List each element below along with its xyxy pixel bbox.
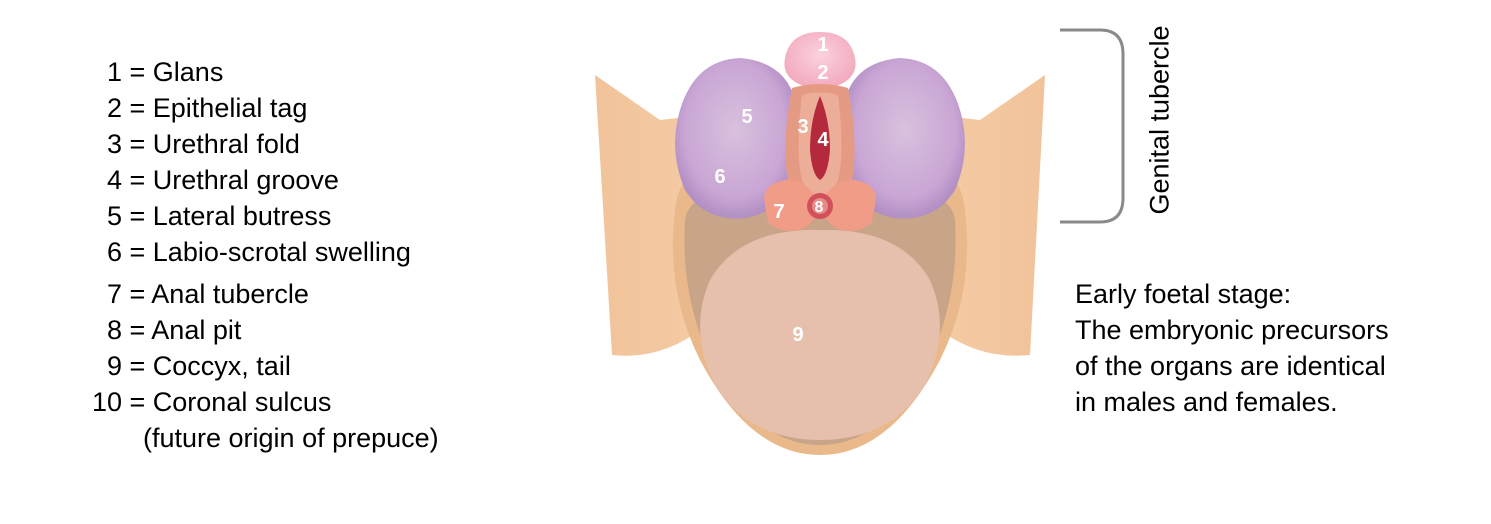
legend-number: 4: [106, 165, 122, 195]
legend-item: 2 = Epithelial tag: [80, 90, 439, 126]
legend-item: 7 = Anal tubercle: [80, 276, 439, 312]
legend-continuation: (future origin of prepuce): [143, 423, 439, 453]
stage-note-line: Early foetal stage:: [1075, 279, 1292, 309]
legend-text: = Urethral fold: [129, 129, 300, 159]
legend-text: = Epithelial tag: [129, 93, 308, 123]
genital-tubercle-label: Genital tubercle: [1144, 25, 1175, 215]
legend-number: 3: [106, 129, 122, 159]
legend-text: = Labio-scrotal swelling: [129, 237, 411, 267]
urethral-groove: [810, 96, 830, 180]
stage-note: Early foetal stage: The embryonic precur…: [1075, 276, 1389, 420]
stage-note-line: in males and females.: [1075, 387, 1338, 417]
embryo-illustration: 1 2 3 4 5 6 7 8 9: [595, 32, 1045, 455]
legend-number: 8: [106, 315, 122, 345]
legend-number: 5: [106, 201, 122, 231]
labio-scrotal-swelling-left: [675, 58, 795, 219]
legend-number: 7: [106, 279, 122, 309]
legend-number: 10: [91, 387, 122, 417]
diagram-label-9: 9: [792, 324, 803, 346]
legend: 1 = Glans 2 = Epithelial tag 3 = Urethra…: [80, 54, 439, 456]
legend-item: 4 = Urethral groove: [80, 162, 439, 198]
legend-item: 1 = Glans: [80, 54, 439, 90]
legend-text: = Coccyx, tail: [129, 351, 291, 381]
legend-text: = Urethral groove: [129, 165, 339, 195]
legend-number: 9: [106, 351, 122, 381]
legend-text: = Lateral butress: [129, 201, 332, 231]
stage-note-line: The embryonic precursors: [1075, 315, 1389, 345]
labio-scrotal-swelling-right: [845, 58, 965, 219]
legend-number: 6: [106, 237, 122, 267]
genital-tubercle-bracket: [1060, 28, 1125, 224]
diagram-label-1: 1: [817, 34, 828, 56]
legend-item: 5 = Lateral butress: [80, 198, 439, 234]
coccyx-tail: [700, 229, 940, 440]
diagram-label-2: 2: [817, 62, 828, 84]
legend-text: = Anal pit: [129, 315, 242, 345]
legend-item: 9 = Coccyx, tail: [80, 348, 439, 384]
legend-item: 8 = Anal pit: [80, 312, 439, 348]
anal-tubercle: [764, 179, 819, 231]
diagram-label-6: 6: [714, 166, 725, 188]
diagram-label-3: 3: [797, 116, 808, 138]
diagram-label-8: 8: [815, 199, 824, 216]
glans: [784, 32, 856, 90]
legend-item: 10 = Coronal sulcus: [80, 384, 439, 420]
legend-text: = Coronal sulcus: [129, 387, 332, 417]
diagram-label-7: 7: [773, 201, 784, 223]
diagram-label-4: 4: [817, 129, 829, 151]
anal-pit-inner: [812, 198, 828, 214]
legend-text: = Anal tubercle: [129, 279, 309, 309]
stage-note-line: of the organs are identical: [1075, 351, 1386, 381]
legend-number: 1: [106, 57, 122, 87]
legend-text: = Glans: [129, 57, 224, 87]
legend-item: 3 = Urethral fold: [80, 126, 439, 162]
legend-number: 2: [106, 93, 122, 123]
legend-item: 6 = Labio-scrotal swelling: [80, 234, 439, 270]
diagram-label-5: 5: [741, 106, 752, 128]
anal-tubercle-right: [821, 179, 876, 231]
